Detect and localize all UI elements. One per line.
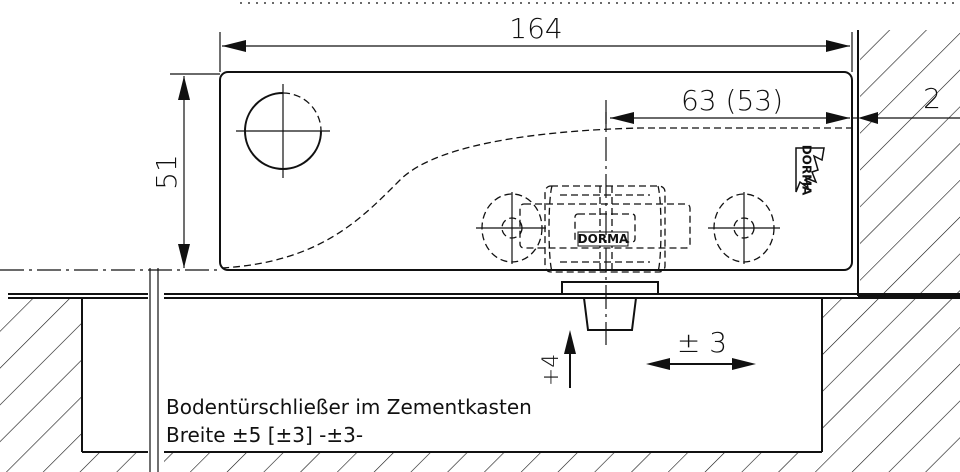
closer-mechanism bbox=[519, 185, 691, 273]
mounting-lug-left bbox=[476, 192, 546, 264]
floor-hatch bbox=[0, 298, 960, 472]
length-label: 164 bbox=[509, 12, 562, 45]
brand-logo: DORMA bbox=[795, 145, 825, 196]
svg-text:DORMA: DORMA bbox=[800, 145, 814, 196]
height-label: 51 bbox=[150, 154, 183, 190]
gap-label: 2 bbox=[923, 82, 941, 115]
note-line-2: Breite ±5 [±3] -±3- bbox=[166, 423, 363, 447]
note-line-1: Bodentürschließer im Zementkasten bbox=[166, 395, 532, 419]
vertical-adjustment: +4 bbox=[539, 330, 576, 388]
lateral-adjustment: ± 3 bbox=[646, 326, 756, 370]
cover-plate bbox=[219, 71, 853, 271]
floor-line bbox=[8, 268, 960, 472]
dimension-height: 51 bbox=[150, 73, 220, 268]
vertical-adjust-label: +4 bbox=[539, 354, 564, 386]
dimension-offset: 63 (53) bbox=[605, 84, 850, 130]
mounting-lug-right bbox=[708, 192, 780, 264]
spindle bbox=[561, 100, 659, 345]
offset-label: 63 (53) bbox=[681, 84, 783, 117]
door-contour-dashed bbox=[221, 127, 858, 269]
dimension-length: 164 bbox=[219, 12, 853, 72]
spindle-symbol bbox=[236, 84, 330, 178]
cement-box bbox=[81, 298, 823, 453]
lateral-adjust-label: ± 3 bbox=[677, 326, 727, 359]
dimension-gap: 2 bbox=[852, 82, 960, 124]
svg-text:DORMA: DORMA bbox=[578, 232, 629, 246]
wall-hatch bbox=[857, 30, 960, 298]
mechanism-logo: DORMA bbox=[577, 231, 629, 247]
